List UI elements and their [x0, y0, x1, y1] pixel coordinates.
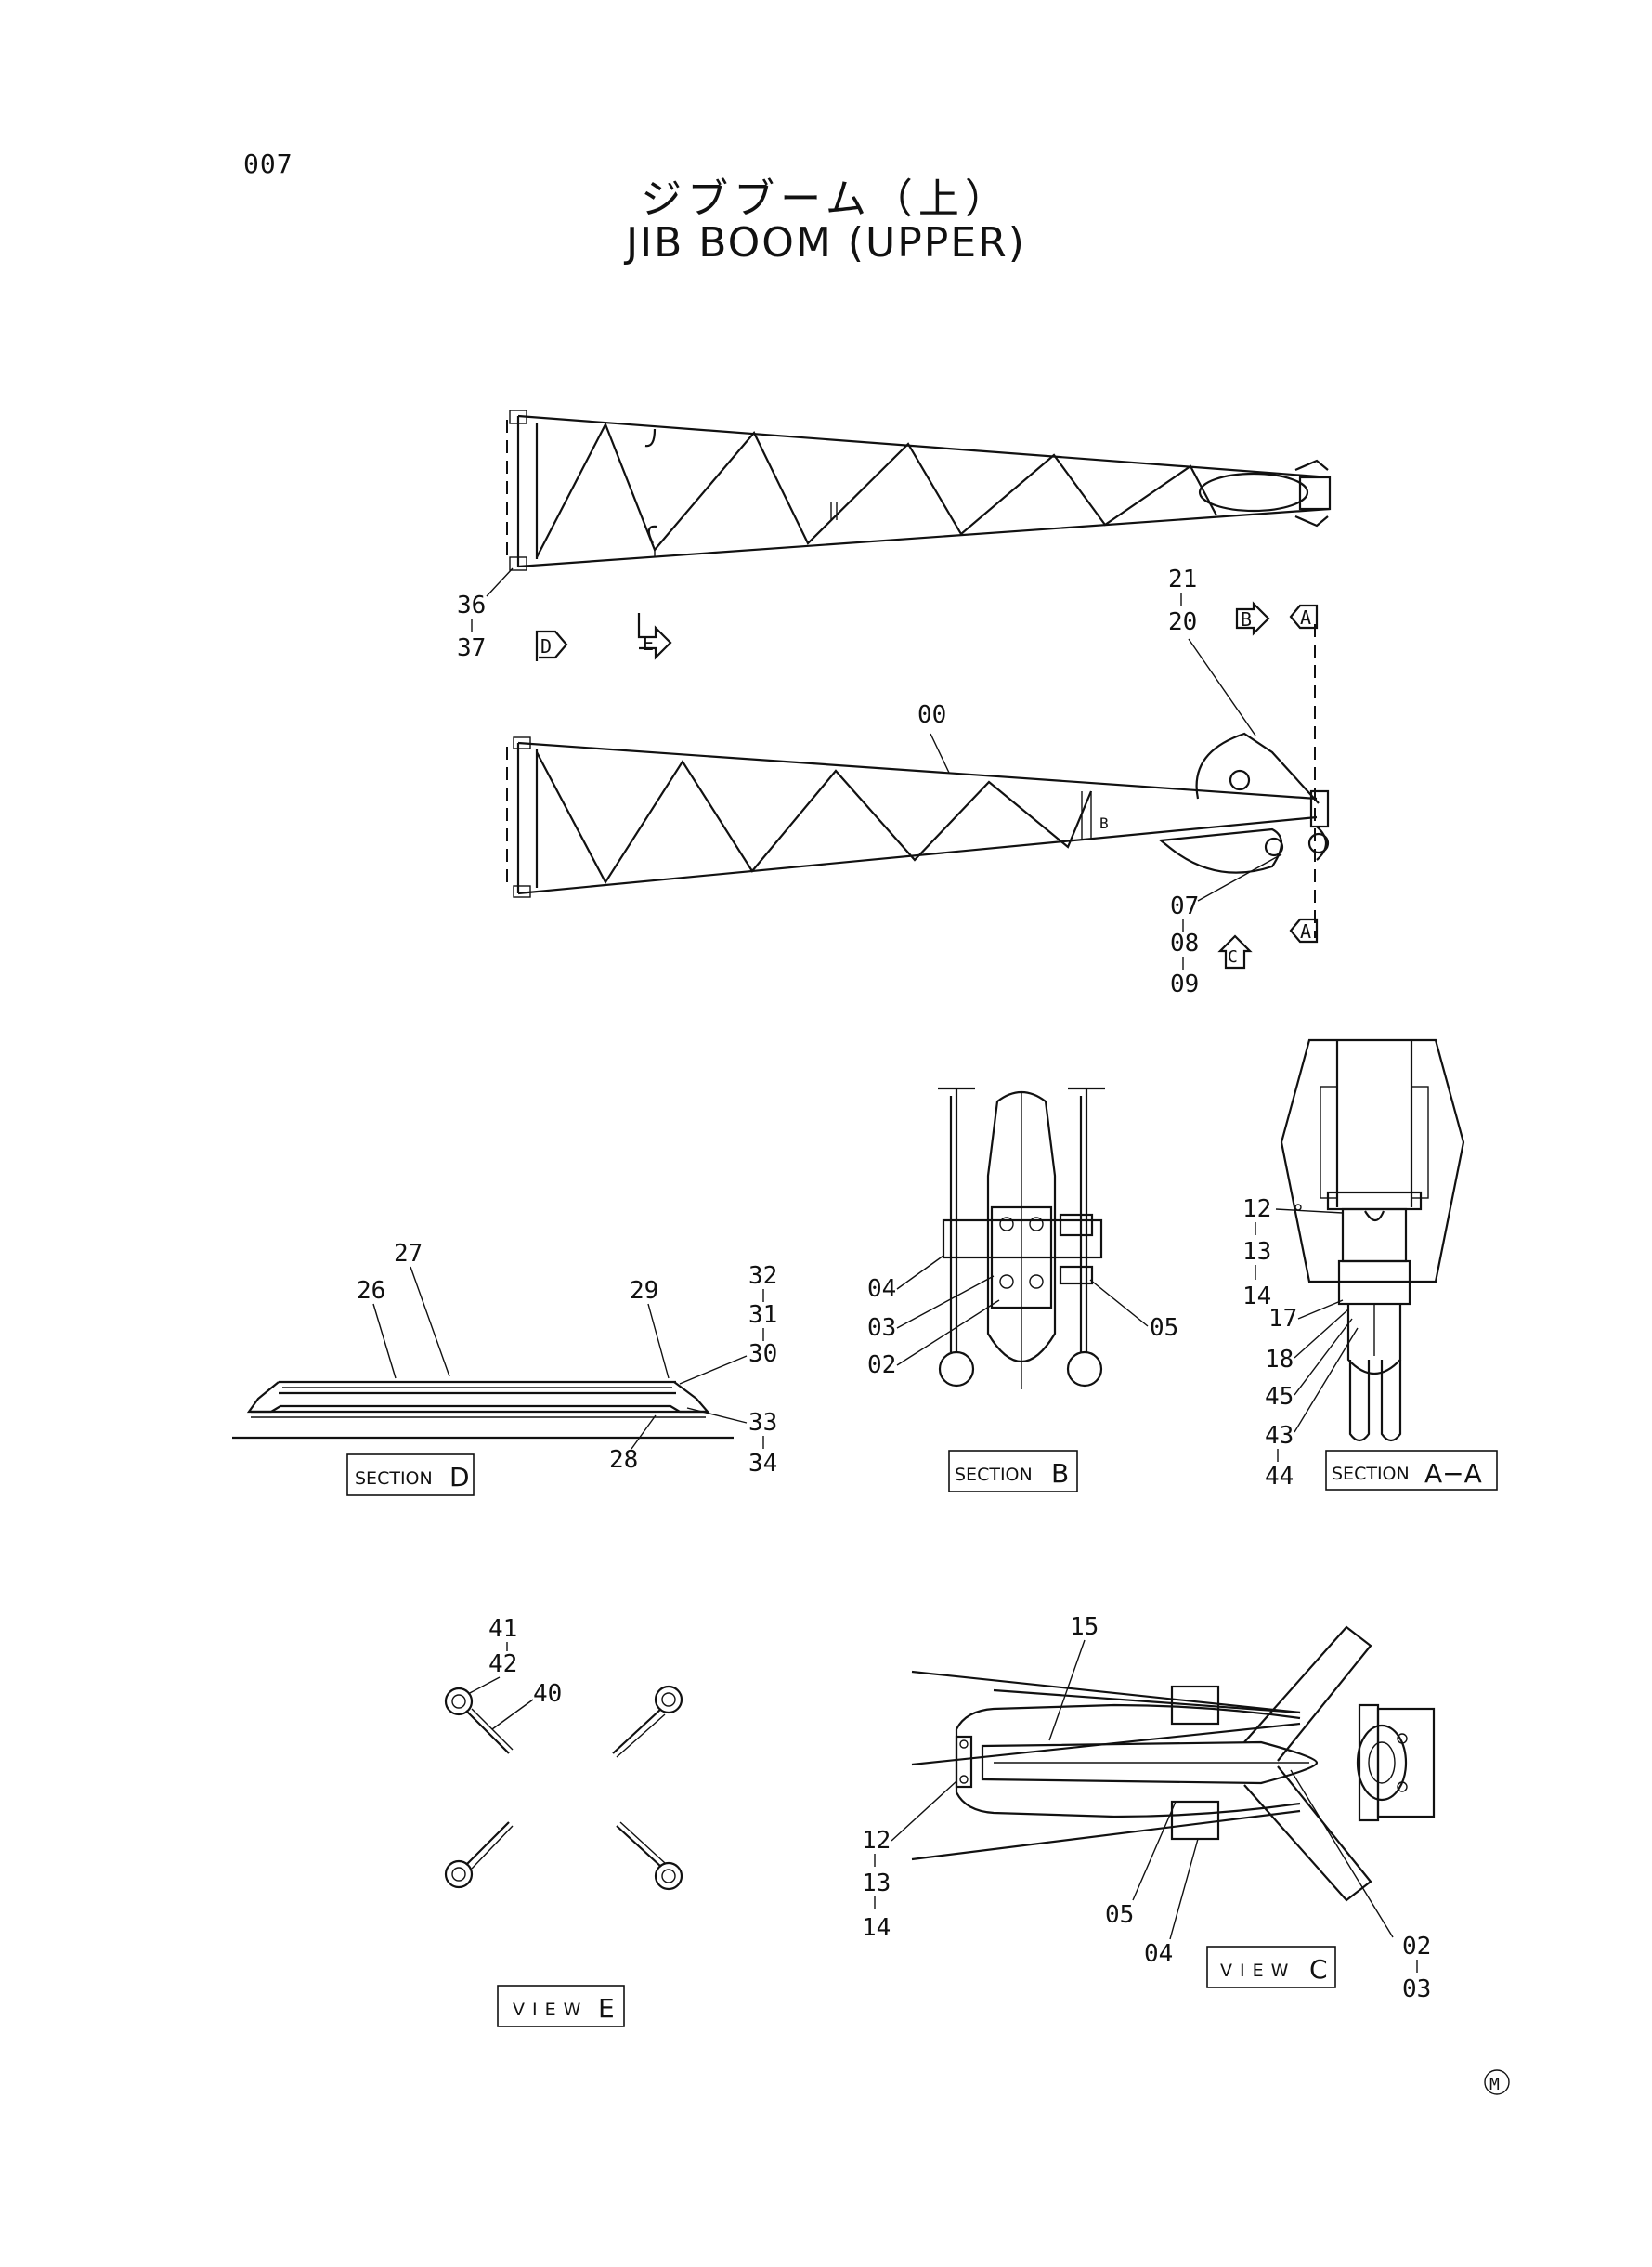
callout-21: 21 — [1168, 566, 1197, 593]
section-d-letter: D — [449, 1462, 470, 1492]
sa-callout-45: 45 — [1265, 1383, 1294, 1411]
title-english: JIB BOOM (UPPER) — [626, 219, 1026, 267]
view-c-label-box: VIEW C — [1206, 1946, 1336, 1988]
corner-mark: M — [1484, 2069, 1510, 2095]
sb-callout-04: 04 — [867, 1275, 896, 1303]
sb-callout-05: 05 — [1150, 1314, 1178, 1342]
sa-callout-17: 17 — [1268, 1305, 1297, 1333]
sa-callout-13: 13 — [1242, 1238, 1271, 1266]
page-number: 007 — [243, 149, 293, 179]
view-e-label-box: VIEW E — [497, 1985, 625, 2027]
corner-mark-letter: M — [1489, 2075, 1500, 2094]
sa-callout-12: 12 — [1242, 1195, 1271, 1223]
section-aa-label-box: SECTION A−A — [1325, 1450, 1498, 1491]
callout-09: 09 — [1170, 971, 1199, 998]
vc-callout-03: 03 — [1402, 1975, 1431, 2003]
sa-callout-18: 18 — [1265, 1346, 1294, 1374]
view-marker-d-letter: D — [540, 635, 552, 658]
view-marker-a-top-letter: A — [1300, 606, 1311, 629]
view-marker-c: C — [1217, 934, 1253, 970]
section-d-word: SECTION — [355, 1468, 433, 1489]
section-b-letter: B — [1051, 1458, 1069, 1489]
vc-callout-04: 04 — [1144, 1940, 1173, 1968]
view-marker-a-bottom: A — [1289, 918, 1319, 944]
callout-08: 08 — [1170, 930, 1199, 958]
sa-callout-44: 44 — [1265, 1463, 1294, 1491]
section-d-drawing — [232, 1380, 734, 1440]
vc-callout-12: 12 — [862, 1827, 891, 1855]
vc-callout-15: 15 — [1070, 1613, 1099, 1641]
section-aa-drawing — [1280, 1038, 1465, 1442]
jib-top-view — [506, 410, 1332, 571]
ve-callout-40: 40 — [533, 1680, 562, 1708]
section-aa-letter: A−A — [1424, 1458, 1482, 1489]
sd-callout-26: 26 — [357, 1277, 385, 1305]
callout-07: 07 — [1170, 892, 1199, 920]
sd-callout-28: 28 — [609, 1446, 638, 1474]
ve-callout-42: 42 — [488, 1650, 517, 1678]
callout-37: 37 — [457, 634, 486, 662]
b-mark: B — [1099, 814, 1109, 832]
vc-callout-14: 14 — [862, 1914, 891, 1942]
vc-callout-02: 02 — [1402, 1933, 1431, 1961]
view-marker-a-bottom-letter: A — [1300, 920, 1311, 943]
sd-callout-33: 33 — [748, 1409, 777, 1437]
view-marker-a-top: A — [1289, 604, 1319, 630]
sd-callout-32: 32 — [748, 1262, 777, 1290]
sa-callout-43: 43 — [1265, 1422, 1294, 1450]
section-b-word: SECTION — [955, 1465, 1033, 1485]
sd-callout-27: 27 — [394, 1240, 423, 1268]
jib-side-view: B — [506, 624, 1330, 938]
callout-20: 20 — [1168, 608, 1197, 636]
sa-callout-14: 14 — [1242, 1283, 1271, 1310]
view-marker-b-letter: B — [1241, 608, 1252, 631]
view-e-letter: E — [598, 1993, 615, 2024]
section-aa-word: SECTION — [1332, 1464, 1410, 1484]
callout-00: 00 — [917, 701, 946, 729]
section-b-drawing — [938, 1087, 1105, 1389]
vc-callout-05: 05 — [1105, 1901, 1134, 1929]
sd-callout-30: 30 — [748, 1340, 777, 1368]
sd-callout-29: 29 — [630, 1277, 658, 1305]
sd-callout-34: 34 — [748, 1450, 777, 1478]
section-d-label-box: SECTION D — [346, 1453, 475, 1496]
view-c-letter: C — [1309, 1954, 1328, 1985]
view-c-word: VIEW — [1220, 1961, 1295, 1981]
vc-callout-13: 13 — [862, 1870, 891, 1897]
sb-callout-03: 03 — [867, 1314, 896, 1342]
view-e-word: VIEW — [513, 2000, 588, 2020]
ve-callout-41: 41 — [488, 1615, 517, 1643]
sb-callout-02: 02 — [867, 1351, 896, 1379]
callout-36: 36 — [457, 592, 486, 619]
view-marker-b: B — [1235, 601, 1270, 636]
view-e-drawing — [444, 1685, 683, 1891]
section-b-label-box: SECTION B — [948, 1450, 1078, 1492]
view-c-drawing — [911, 1625, 1436, 1902]
view-marker-c-letter: C — [1228, 947, 1238, 967]
view-marker-d: D — [535, 630, 568, 661]
sd-callout-31: 31 — [748, 1301, 777, 1329]
title-japanese: ジブブーム（上） — [641, 176, 1011, 223]
view-marker-e-letter: E — [643, 632, 654, 655]
view-marker-e: E — [637, 613, 672, 660]
